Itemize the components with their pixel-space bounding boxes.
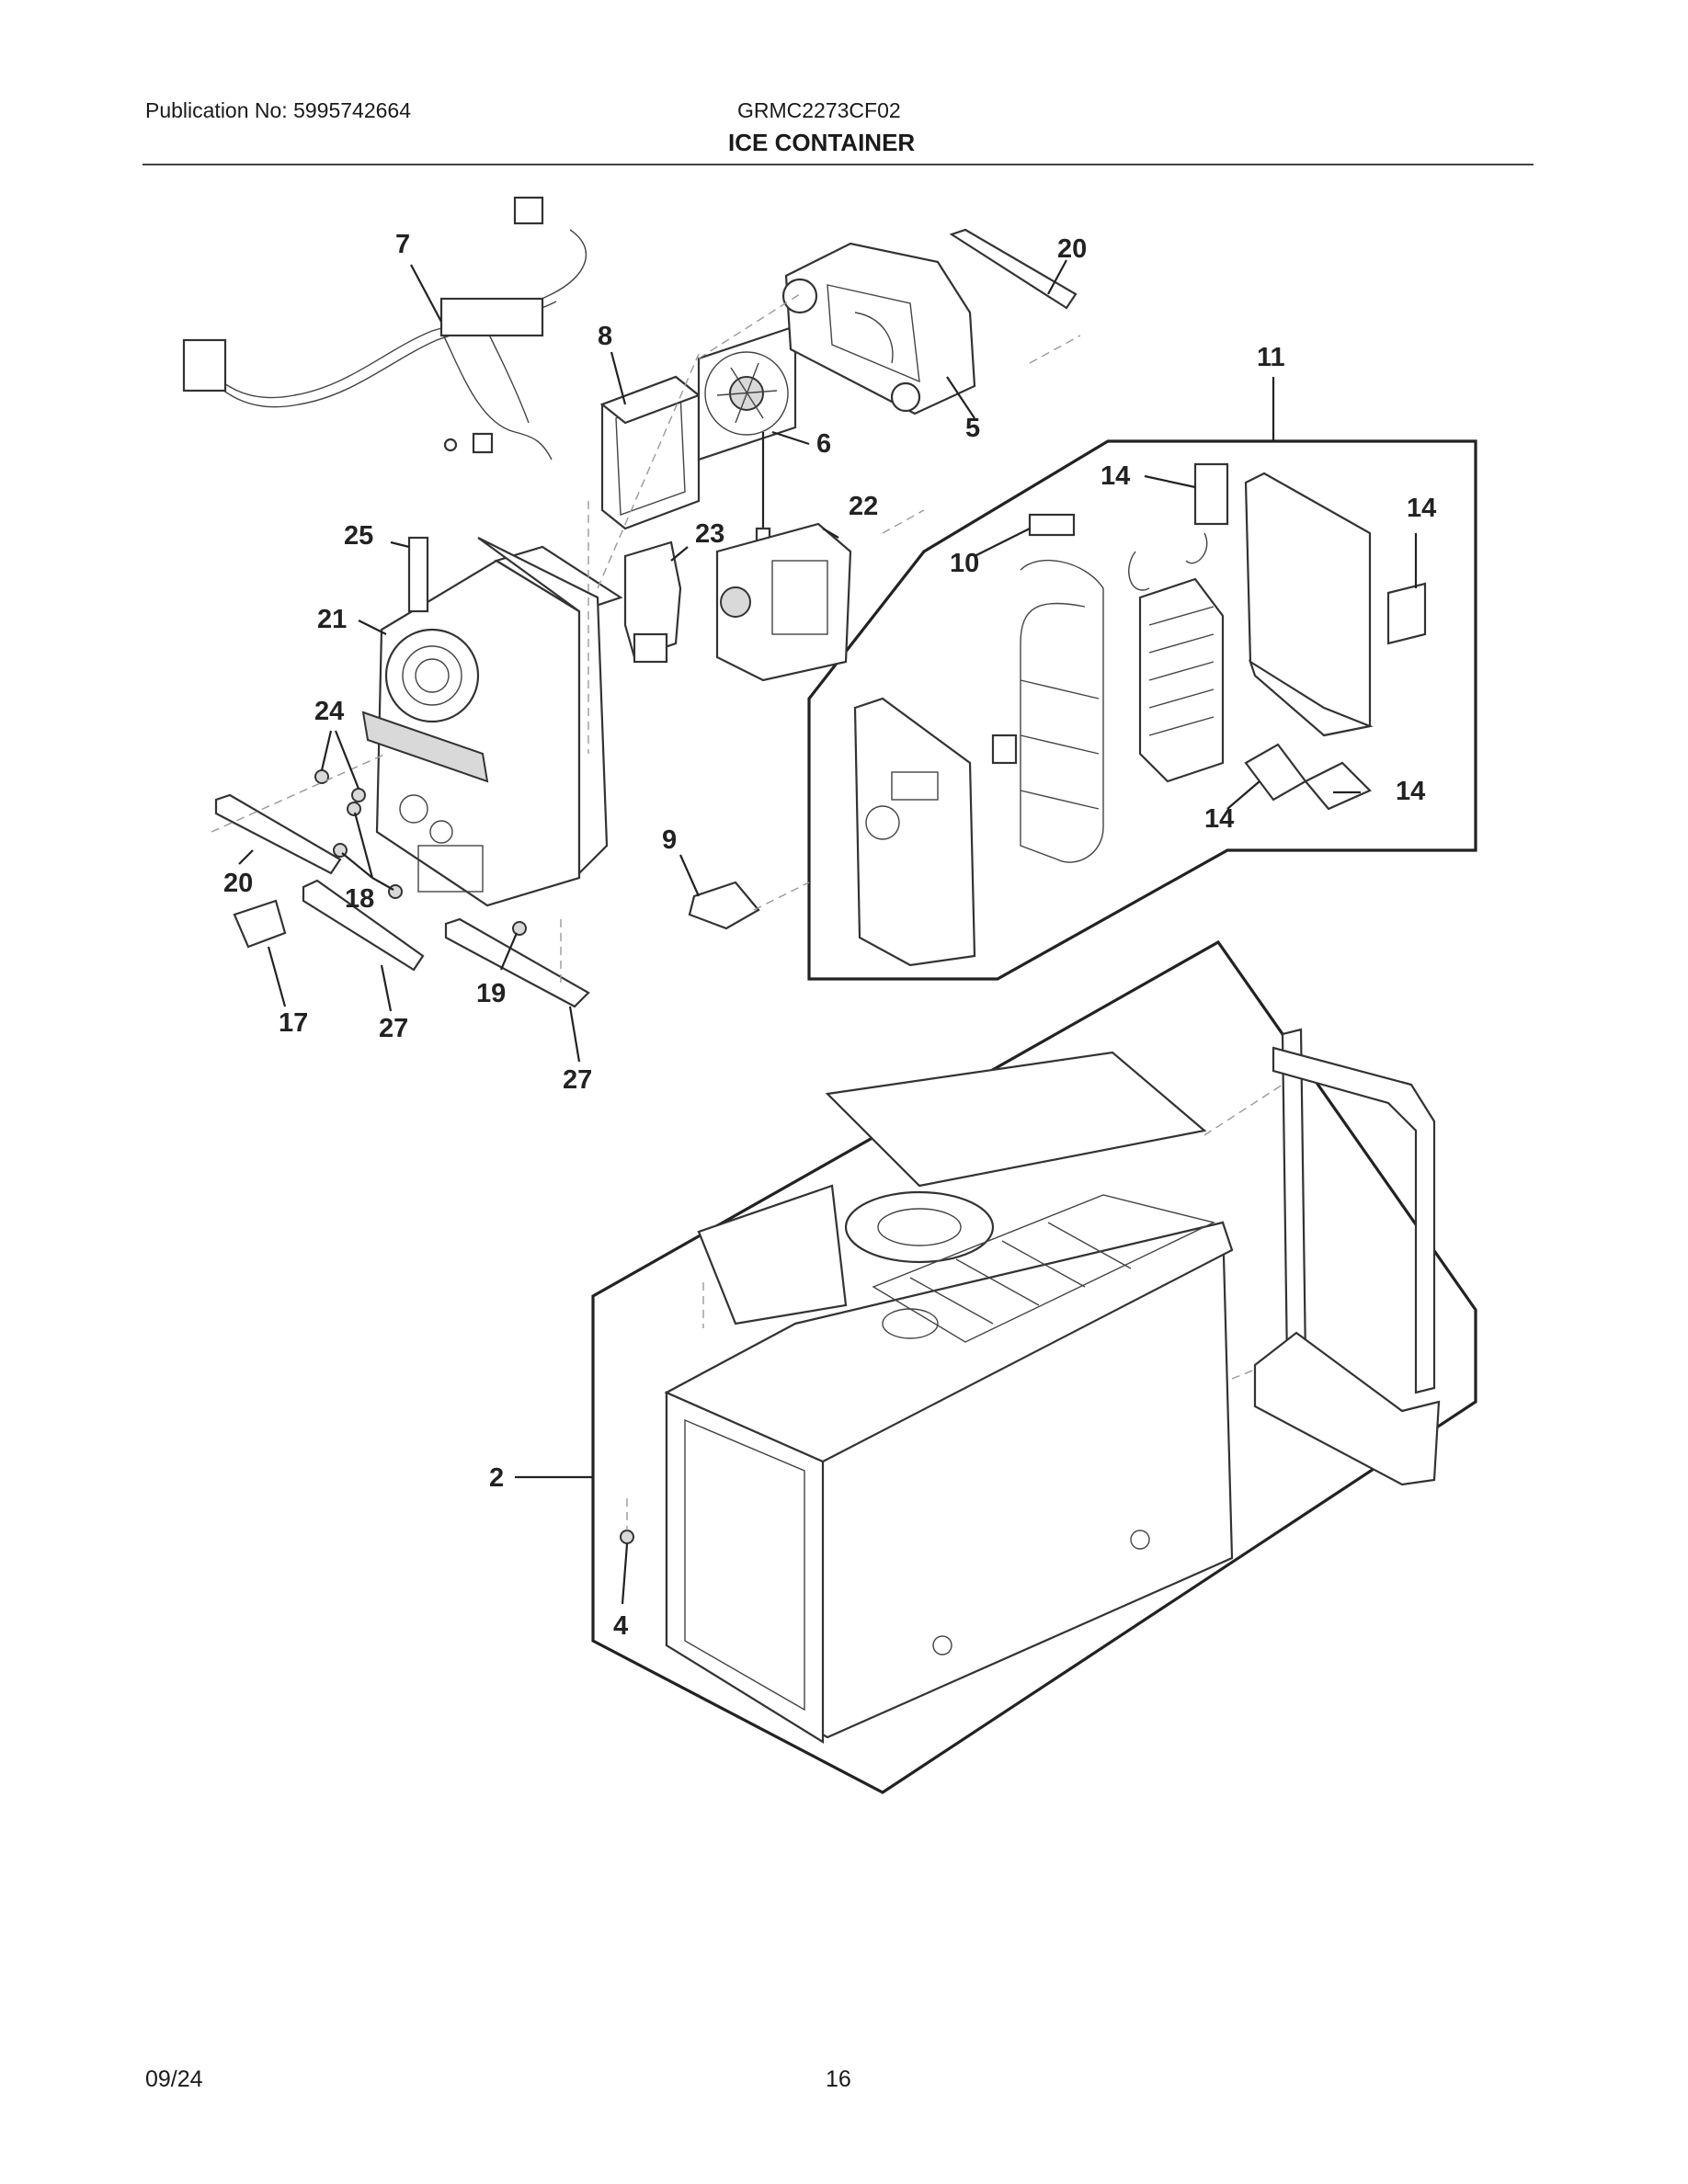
callout-4: 4 [613, 1611, 628, 1641]
footer-date: 09/24 [145, 2066, 203, 2092]
callout-6: 6 [816, 429, 831, 459]
screw-4 [620, 1530, 634, 1544]
switch-bracket [623, 540, 682, 664]
callout-14-c: 14 [1204, 804, 1234, 834]
evaporator-assembly-frame [807, 439, 1477, 981]
header-rule [143, 164, 1534, 165]
terminal-block [1028, 513, 1076, 537]
insulation-pad-14c [1244, 743, 1307, 802]
callout-14-b: 14 [1407, 494, 1436, 523]
spacer-25 [407, 536, 429, 613]
bucket-handle [1253, 1331, 1441, 1486]
assembly-guides [211, 293, 1283, 1530]
leader-lines [238, 259, 1418, 1605]
evaporator-fins [1128, 532, 1225, 783]
callout-19: 19 [476, 979, 506, 1008]
callout-17: 17 [279, 1008, 308, 1038]
callout-9: 9 [662, 825, 677, 855]
callout-11: 11 [1257, 343, 1285, 372]
insulation-pad-14d [1304, 761, 1372, 811]
evaporator-back-cover [1244, 472, 1374, 737]
gasket-strip-20 [214, 793, 342, 875]
ice-container-frame [591, 939, 1477, 1794]
ice-bucket-lid [697, 1051, 1207, 1325]
callout-20-top: 20 [1057, 234, 1087, 264]
model-number: GRMC2273CF02 [737, 98, 901, 122]
insulation-pad-14a [1193, 462, 1229, 526]
page-title: ICE CONTAINER [728, 129, 916, 156]
callout-18: 18 [345, 884, 374, 914]
page-number: 16 [826, 2066, 851, 2092]
screw-24a [314, 769, 329, 784]
gasket-strip-27a [302, 879, 425, 972]
callout-22: 22 [849, 492, 878, 521]
evaporator-cover [853, 697, 976, 967]
wire-harness [182, 196, 587, 461]
callout-27-b: 27 [563, 1065, 592, 1095]
gear-motor [715, 522, 852, 682]
publication-number: Publication No: 5995742664 [145, 98, 412, 122]
callout-23: 23 [695, 519, 724, 549]
screw-19 [512, 921, 527, 936]
fan-housing [781, 242, 976, 415]
auger-grid [872, 1194, 1216, 1343]
callout-5: 5 [965, 414, 980, 443]
ice-maker-housing [361, 537, 623, 907]
insulation-pad-14b [1386, 582, 1427, 645]
fan [697, 324, 797, 543]
callout-8: 8 [598, 322, 612, 351]
callout-21: 21 [317, 605, 347, 634]
screw-24b [351, 788, 366, 802]
fan-shroud [599, 375, 701, 530]
ice-maker-connector [688, 881, 760, 930]
evaporator-coil [991, 559, 1104, 863]
screw-18c [347, 802, 361, 816]
callout-14-a: 14 [1101, 461, 1130, 491]
callout-numbers: 7 8 6 5 20 11 14 14 10 14 14 22 23 25 21… [223, 230, 1436, 1641]
callout-2: 2 [489, 1463, 504, 1493]
callout-10: 10 [950, 549, 979, 578]
callout-7: 7 [395, 230, 410, 259]
callout-25: 25 [344, 521, 373, 551]
callout-27-a: 27 [379, 1014, 408, 1043]
gasket-strip-27b [444, 917, 590, 1008]
callout-24: 24 [314, 697, 344, 726]
bracket-17 [233, 899, 287, 949]
callout-14-d: 14 [1396, 777, 1425, 806]
gasket-strip-top [949, 228, 1078, 310]
callout-20-left: 20 [223, 869, 253, 898]
